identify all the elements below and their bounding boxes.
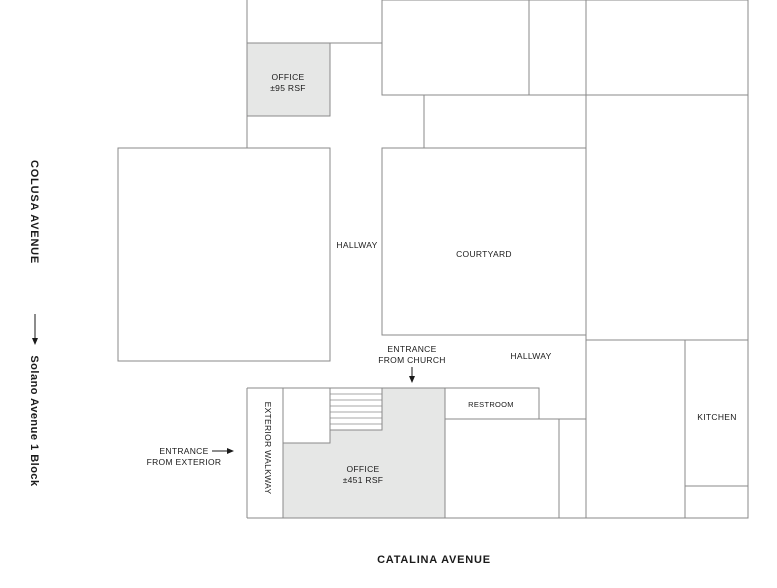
kitchen-label: KITCHEN [697, 412, 736, 422]
entrance-church-line1: ENTRANCE [387, 344, 436, 354]
restroom-label: RESTROOM [468, 400, 514, 409]
office-large-area [282, 387, 446, 519]
office-large-label: OFFICE [347, 464, 380, 474]
exterior-walkway-label: EXTERIOR WALKWAY [263, 402, 273, 495]
hallway-center-label: HALLWAY [336, 240, 377, 250]
street-colusa-avenue: COLUSA AVENUE [28, 160, 40, 264]
street-solano-direction: Solano Avenue 1 Block [28, 355, 40, 487]
office-large-size: ±451 RSF [343, 475, 384, 485]
office-small-area [246, 42, 331, 117]
office-small-size: ±95 RSF [270, 83, 306, 93]
hallway-right-label: HALLWAY [510, 351, 551, 361]
street-catalina-avenue: CATALINA AVENUE [377, 554, 491, 566]
office-small-label: OFFICE [272, 72, 305, 82]
stairs [330, 388, 383, 431]
entrance-church-line2: FROM CHURCH [378, 355, 446, 365]
courtyard-label: COURTYARD [456, 249, 512, 259]
entrance-exterior-line1: ENTRANCE [159, 446, 208, 456]
entrance-exterior-line2: FROM EXTERIOR [147, 457, 222, 467]
